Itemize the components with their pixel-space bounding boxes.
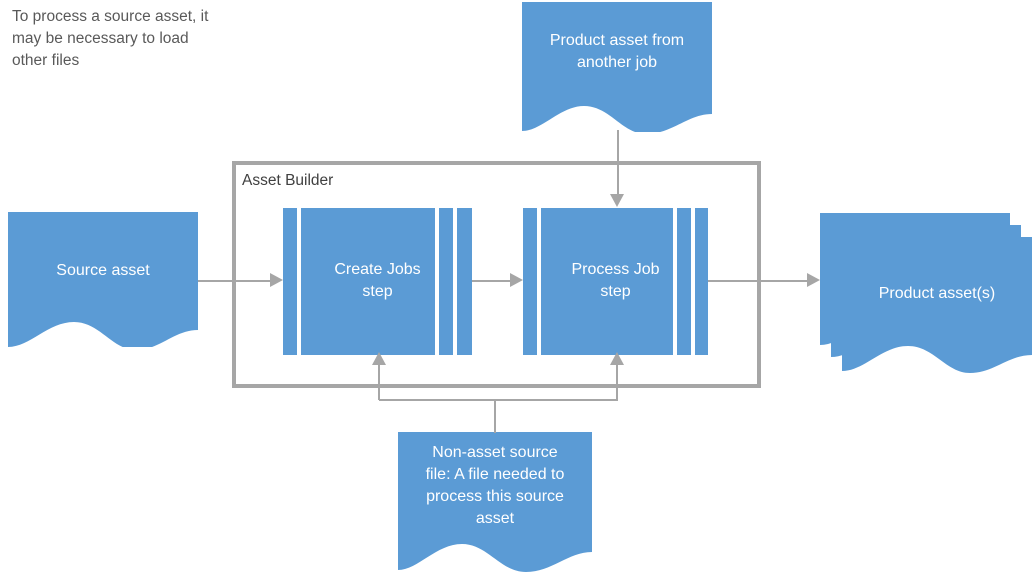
edge-source-asset-to-create-jobs-arrowhead	[270, 273, 283, 287]
node-non-asset-source-file[interactable]: Non-asset source file: A file needed to …	[398, 432, 592, 572]
document-shape-icon	[8, 212, 198, 347]
edge-non-asset-to-process-job-line	[616, 364, 618, 400]
document-shape-icon	[522, 2, 712, 132]
edge-process-job-to-product-assets-line	[708, 280, 807, 282]
edge-create-jobs-to-process-job-arrowhead	[510, 273, 523, 287]
process-left-bar	[523, 208, 537, 355]
edge-non-asset-to-create-jobs-arrowhead	[372, 352, 386, 365]
process-body	[541, 208, 673, 355]
edge-non-asset-bus-line	[379, 399, 618, 401]
process-body	[301, 208, 435, 355]
document-shape-icon	[398, 432, 592, 572]
asset-builder-label: Asset Builder	[242, 172, 334, 189]
process-right-bar	[695, 208, 708, 355]
node-process-job-step-label: Process Job step	[571, 261, 660, 301]
node-product-asset-from-another-job[interactable]: Product asset from another job	[522, 2, 712, 132]
node-non-asset-source-file-label: Non-asset source file: A file needed to …	[425, 444, 565, 528]
process-left-bar	[283, 208, 297, 355]
node-create-jobs-step[interactable]: Create Jobs step	[283, 208, 472, 355]
asset-builder-container	[232, 161, 761, 388]
edge-another-job-to-process-job-line	[617, 130, 619, 196]
node-create-jobs-step-label: Create Jobs step	[334, 261, 421, 301]
document-shape-front-icon	[842, 237, 1032, 373]
node-product-assets[interactable]: Product asset(s)	[820, 213, 1032, 373]
edge-non-asset-to-create-jobs-line	[378, 364, 380, 400]
edge-non-asset-drop-line	[494, 400, 496, 433]
edge-another-job-to-process-job-arrowhead	[610, 194, 624, 207]
node-source-asset[interactable]: Source asset	[8, 212, 198, 347]
node-product-asset-from-another-job-label: Product asset from another job	[549, 32, 685, 72]
process-right-bar	[457, 208, 472, 355]
node-process-job-step[interactable]: Process Job step	[523, 208, 708, 355]
edge-create-jobs-to-process-job-line	[472, 280, 510, 282]
caption-text: To process a source asset, it may be nec…	[12, 8, 209, 69]
node-source-asset-label: Source asset	[56, 262, 150, 279]
edge-non-asset-to-process-job-arrowhead	[610, 352, 624, 365]
process-inner-bar	[677, 208, 691, 355]
process-inner-bar	[439, 208, 453, 355]
edge-process-job-to-product-assets-arrowhead	[807, 273, 820, 287]
node-product-assets-label: Product asset(s)	[878, 285, 996, 302]
edge-source-asset-to-create-jobs-line	[198, 280, 270, 282]
